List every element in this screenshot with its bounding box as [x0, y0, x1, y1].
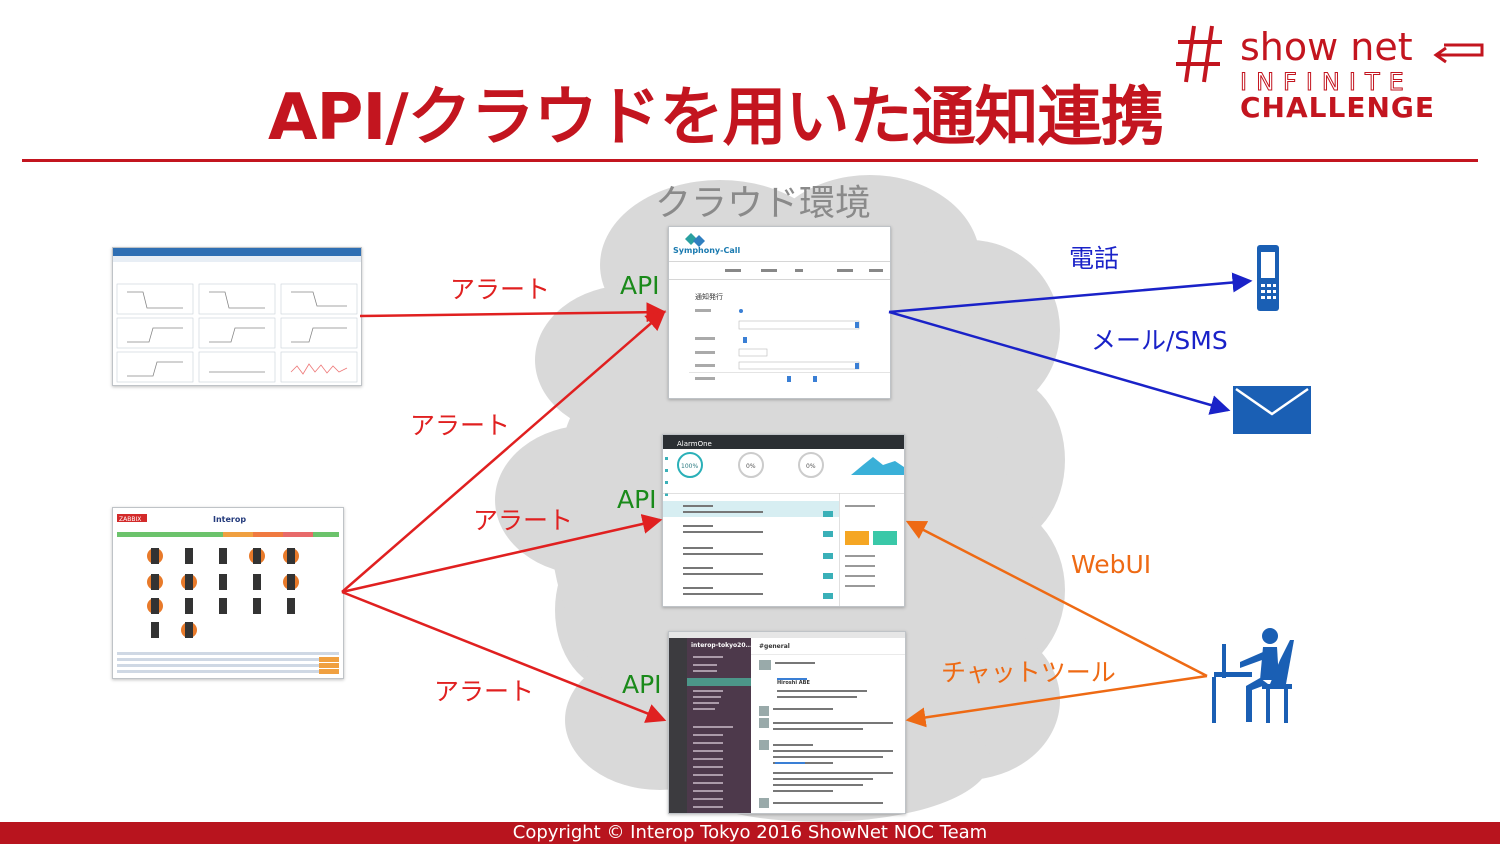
- alert-label-1: アラート: [450, 275, 551, 304]
- page-title: API/クラウドを用いた通知連携: [268, 81, 1165, 155]
- envelope-icon: [1233, 386, 1311, 434]
- logo-infinite: INFINITE: [1240, 68, 1413, 96]
- alert-arrow-zabbix-to-alarmone: [341, 514, 663, 594]
- mail-arrow: [888, 310, 1231, 415]
- mail-sms-label: メール/SMS: [1091, 326, 1228, 355]
- logo-challenge: CHALLENGE: [1240, 91, 1435, 124]
- slack-user: Hiroshi ABE: [777, 680, 810, 686]
- symphony-section: 通知発行: [695, 292, 723, 301]
- zabbix-screenshot: ZABBIX Interop: [112, 507, 344, 679]
- api-label-alarmone: API: [617, 485, 657, 514]
- interop-brand: Interop: [213, 515, 246, 524]
- alert-label-4: アラート: [434, 677, 535, 706]
- webui-arrow: [905, 520, 1208, 678]
- operator-at-desk-icon: [1212, 628, 1294, 723]
- mobile-phone-icon: [1257, 245, 1279, 311]
- alarmone-gauge-1: 100%: [681, 463, 698, 470]
- api-label-symphony: API: [620, 271, 660, 300]
- chat-tool-label: チャットツール: [941, 658, 1116, 687]
- cloud-label: クラウド環境: [655, 183, 872, 224]
- slack-screenshot: interop-tokyo20... #general Hiroshi ABE: [668, 631, 906, 814]
- chat-arrow: [905, 674, 1208, 728]
- alert-label-3: アラート: [473, 506, 574, 535]
- slack-team: interop-tokyo20...: [691, 642, 752, 649]
- return-arrow-icon: [1433, 43, 1484, 64]
- phone-arrow: [888, 272, 1253, 314]
- shownet-logo: show net INFINITE CHALLENGE: [1176, 25, 1484, 124]
- logo-wordmark: show net: [1240, 25, 1413, 69]
- symphony-call-screenshot: Symphony-Call 通知発行: [668, 226, 891, 399]
- phone-label: 電話: [1069, 244, 1120, 273]
- title-divider: [22, 159, 1478, 162]
- slack-channel: #general: [759, 643, 790, 650]
- alarmone-title: AlarmOne: [677, 440, 712, 448]
- alarmone-gauge-2: 0%: [746, 463, 756, 470]
- symphony-logo: Symphony-Call: [673, 246, 740, 255]
- alert-arrow-zabbix-to-symphony: [341, 310, 666, 593]
- alert-label-2: アラート: [410, 411, 511, 440]
- alarmone-gauge-3: 0%: [806, 463, 816, 470]
- webui-label: WebUI: [1071, 550, 1152, 579]
- alarmone-screenshot: AlarmOne 100% 0% 0%: [662, 434, 905, 607]
- zabbix-brand: ZABBIX: [119, 516, 141, 523]
- page-title-row: API/クラウドを用いた通知連携: [0, 66, 1500, 156]
- alert-arrow-zabbix-to-slack: [341, 590, 667, 723]
- alert-arrow-graphs-to-symphony: [359, 302, 667, 323]
- api-label-slack: API: [622, 670, 662, 699]
- hash-icon: [1176, 25, 1222, 83]
- footer-copyright: Copyright © Interop Tokyo 2016 ShowNet N…: [0, 822, 1500, 844]
